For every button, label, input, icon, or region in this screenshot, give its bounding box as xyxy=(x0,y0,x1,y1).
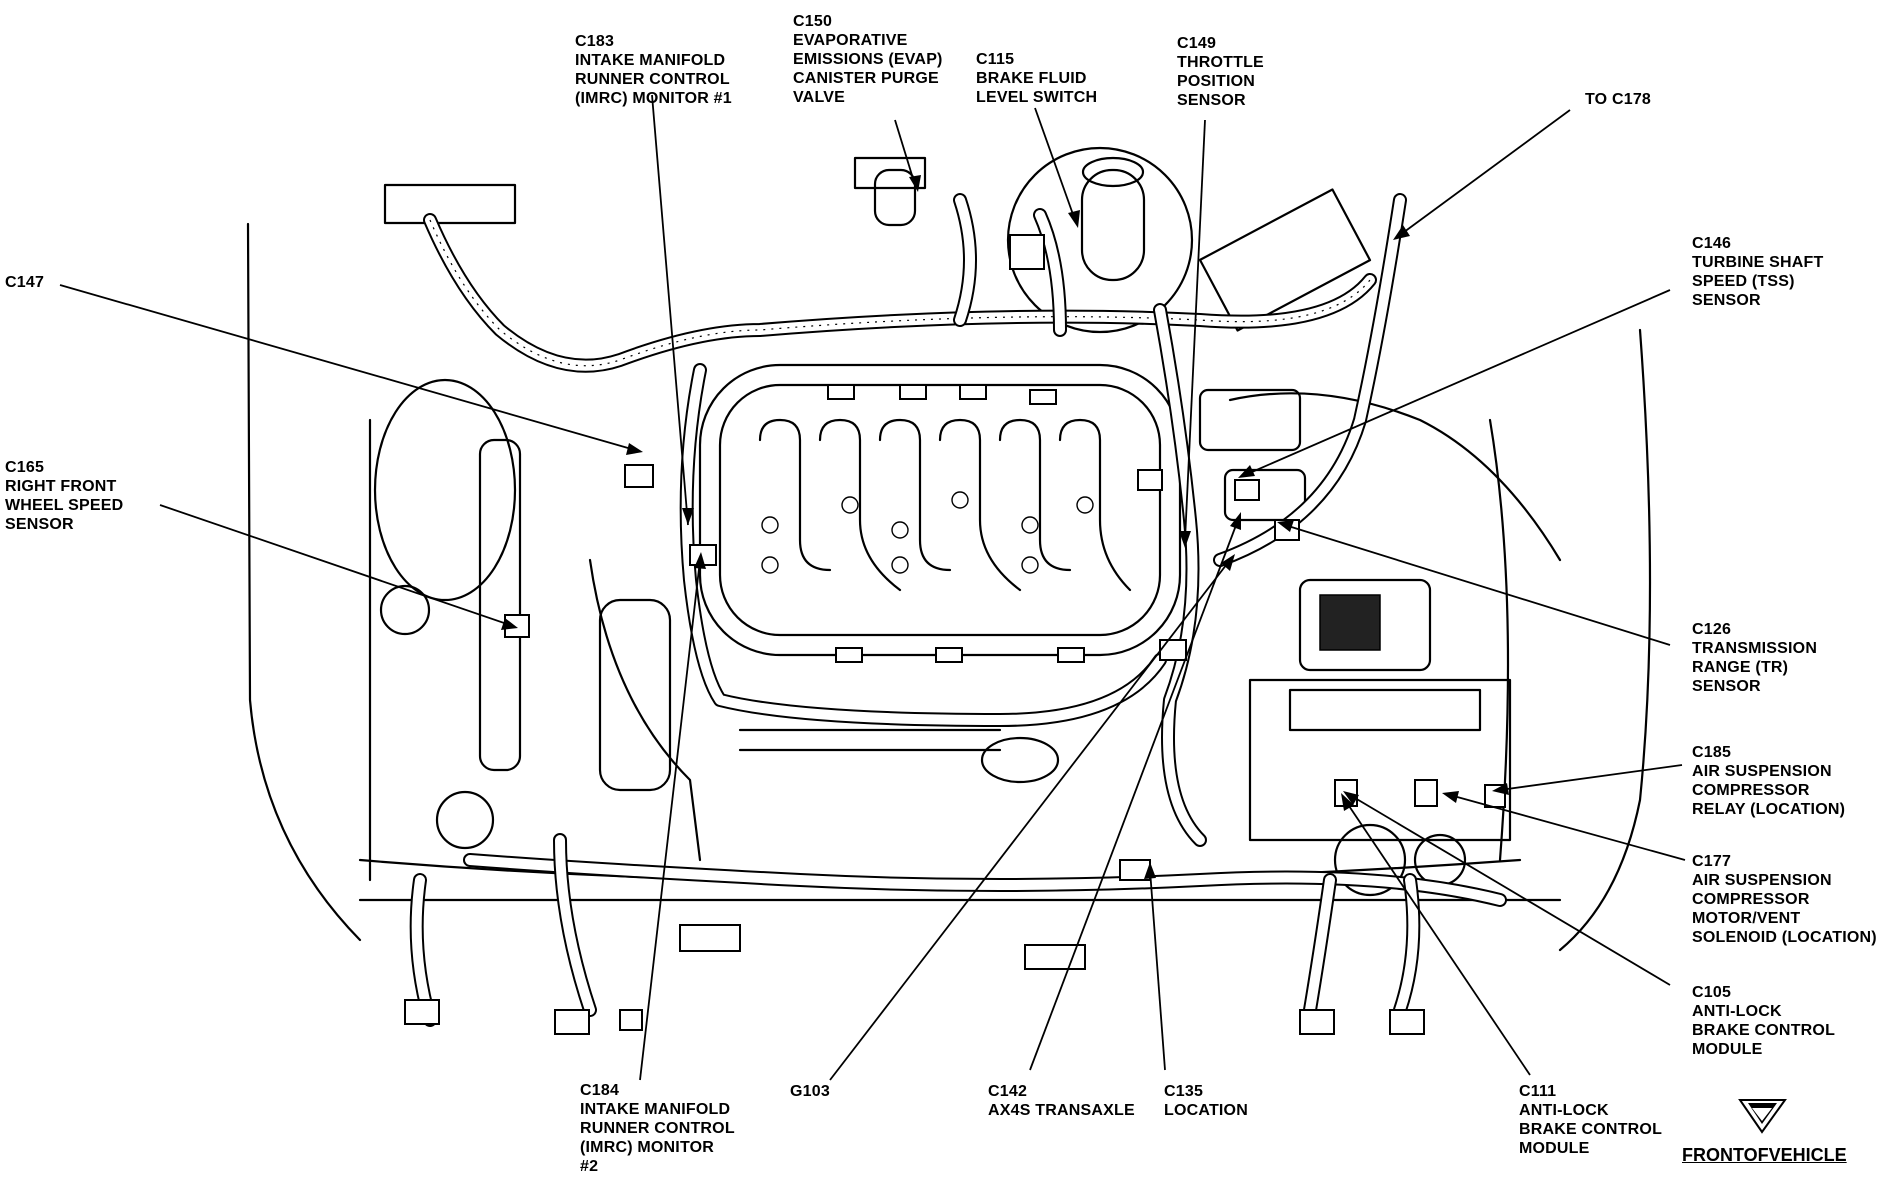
washer-cap xyxy=(435,790,495,850)
right-fender-outline xyxy=(1558,328,1652,952)
lower-small-connector xyxy=(619,1009,643,1031)
leader-lines xyxy=(59,94,1686,1081)
throttle-linkage xyxy=(1223,468,1307,522)
battery-top xyxy=(1288,688,1482,732)
throttle-body xyxy=(1198,388,1302,452)
label-g103: G103 xyxy=(790,1083,830,1100)
label-c184: C184 INTAKE MANIFOLD RUNNER CONTROL (IMR… xyxy=(580,1082,735,1175)
alternator-belt xyxy=(588,558,702,862)
oil-cap xyxy=(980,736,1060,784)
brake-fluid-reservoir xyxy=(1080,168,1146,282)
lower-pipe xyxy=(738,728,1002,752)
alternator xyxy=(598,598,672,792)
label-c150: C150 EVAPORATIVE EMISSIONS (EVAP) CANIST… xyxy=(793,13,943,106)
label-c105: C105 ANTI-LOCK BRAKE CONTROL MODULE xyxy=(1692,984,1836,1058)
label-c135: C135 LOCATION xyxy=(1164,1083,1248,1119)
intake-runners xyxy=(758,418,1132,592)
manifold-bolts xyxy=(761,491,1094,574)
left-fender-outline xyxy=(246,222,362,942)
lower-left-connector xyxy=(679,924,741,952)
label-c183: C183 INTAKE MANIFOLD RUNNER CONTROL (IMR… xyxy=(575,33,732,107)
intake-manifold-outline xyxy=(698,363,1182,657)
label-c115: C115 BRAKE FLUID LEVEL SWITCH xyxy=(976,51,1098,106)
abs-module xyxy=(1298,578,1432,672)
battery-tray xyxy=(1248,678,1512,842)
air-cleaner xyxy=(1198,188,1372,332)
label-c165: C165 RIGHT FRONT WHEEL SPEED SENSOR xyxy=(5,459,124,533)
intake-manifold-inner xyxy=(718,383,1162,637)
label-c149: C149 THROTTLE POSITION SENSOR xyxy=(1177,35,1264,109)
label-c126: C126 TRANSMISSION RANGE (TR) SENSOR xyxy=(1692,621,1818,695)
label-c142: C142 AX4S TRANSAXLE xyxy=(988,1083,1135,1119)
label-c185: C185 AIR SUSPENSION COMPRESSOR RELAY (LO… xyxy=(1692,744,1846,818)
front-of-vehicle-label: FRONTOFVEHICLE xyxy=(1682,1145,1847,1165)
injector-connectors xyxy=(827,384,1085,663)
evap-bracket xyxy=(853,156,927,190)
coolant-hose xyxy=(478,438,522,772)
abs-module-block xyxy=(1319,594,1381,651)
left-strut-tower xyxy=(373,378,517,602)
left-bracket xyxy=(383,183,517,225)
label-c177: C177 AIR SUSPENSION COMPRESSOR MOTOR/VEN… xyxy=(1692,853,1877,946)
brake-booster xyxy=(1006,146,1194,334)
compressor-pulley xyxy=(1333,823,1407,897)
right-strut-tower xyxy=(1228,392,1562,562)
relay-location xyxy=(1413,833,1467,887)
fluid-cap xyxy=(379,584,431,636)
label-c146: C146 TURBINE SHAFT SPEED (TSS) SENSOR xyxy=(1692,235,1824,309)
front-direction-arrow-icon xyxy=(1738,1099,1787,1134)
evap-valve xyxy=(873,168,917,227)
label-to-c178: TO C178 xyxy=(1585,91,1652,108)
label-c147: C147 xyxy=(5,274,45,291)
label-c111: C111 ANTI-LOCK BRAKE CONTROL MODULE xyxy=(1519,1083,1663,1157)
reservoir-cap xyxy=(1081,156,1145,188)
harness-connectors xyxy=(404,234,1506,1035)
